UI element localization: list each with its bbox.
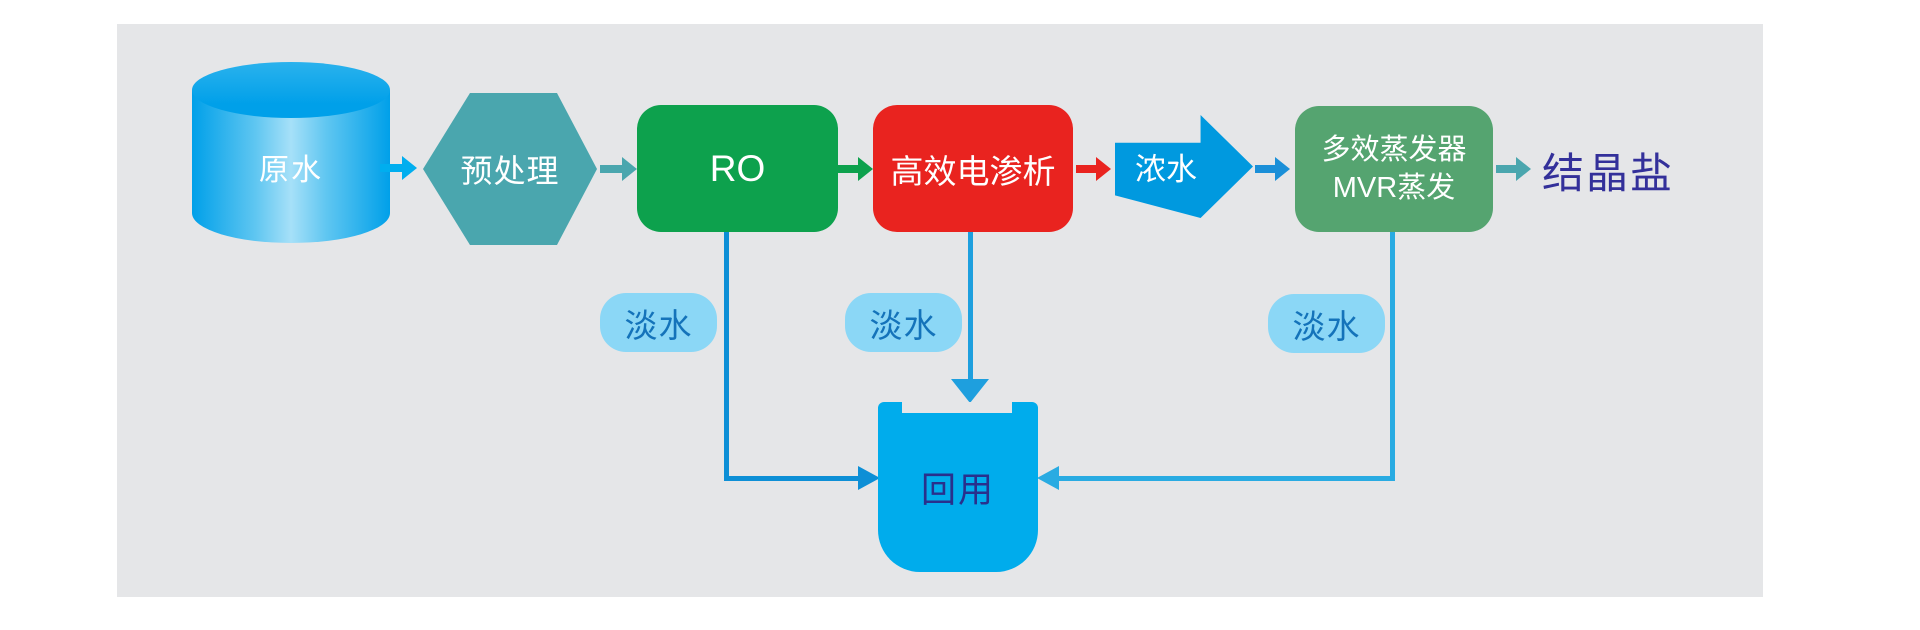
crystal-salt-text: 结晶盐: [1542, 146, 1772, 197]
electrodialysis-freshwater-line-vertical: [968, 232, 973, 381]
arrow-head-icon: [622, 157, 637, 181]
evaporator-label-line1: 多效蒸发器: [1321, 133, 1467, 166]
ro-label: RO: [709, 147, 766, 189]
evaporator-label: 多效蒸发器 MVR蒸发: [1321, 131, 1466, 208]
evaporator-box: 多效蒸发器 MVR蒸发: [1295, 106, 1493, 232]
raw-water-cylinder-top: [192, 62, 390, 118]
evaporator-freshwater-line-vertical: [1390, 232, 1395, 478]
fresh-water-label: 淡水: [869, 306, 938, 344]
arrow-shaft: [1496, 165, 1516, 173]
ro-freshwater-line-horizontal: [724, 476, 860, 481]
arrow-head-right-icon: [858, 466, 880, 490]
reuse-tank: 回用: [878, 402, 1038, 572]
fresh-water-label: 淡水: [624, 306, 693, 344]
arrow-ro-to-electrodialysis: [838, 157, 873, 181]
fresh-water-label: 淡水: [1292, 307, 1361, 345]
pretreatment-label: 预处理: [460, 153, 560, 189]
arrow-head-down-icon: [951, 379, 989, 403]
arrow-shaft: [838, 165, 858, 173]
evaporator-label-line2: MVR蒸发: [1332, 172, 1456, 204]
electrodialysis-box: 高效电渗析: [873, 105, 1073, 232]
arrow-head-icon: [1096, 157, 1111, 181]
electrodialysis-label: 高效电渗析: [890, 152, 1056, 190]
arrow-evaporator-to-salt: [1496, 157, 1531, 181]
arrow-head-icon: [858, 157, 873, 181]
arrow-head-left-icon: [1037, 466, 1059, 490]
arrow-head-icon: [402, 156, 417, 180]
reuse-label: 回用: [920, 470, 995, 510]
arrow-head-icon: [1516, 157, 1531, 181]
arrow-shaft: [1255, 165, 1275, 173]
ro-freshwater-line-vertical: [724, 232, 729, 478]
arrow-concentrate-to-evaporator: [1255, 157, 1290, 181]
arrow-electrodialysis-to-concentrate: [1076, 157, 1111, 181]
arrow-shaft: [600, 165, 622, 173]
evaporator-freshwater-line-horizontal: [1059, 476, 1395, 481]
arrow-head-icon: [1275, 157, 1290, 181]
fresh-water-badge-1: 淡水: [600, 293, 717, 352]
fresh-water-badge-3: 淡水: [1268, 294, 1385, 353]
concentrate-label: 浓水: [1135, 152, 1197, 187]
raw-water-label: 原水: [259, 153, 323, 187]
fresh-water-badge-2: 淡水: [845, 293, 962, 352]
reuse-tank-notch: [902, 402, 1012, 413]
arrow-shaft: [380, 164, 402, 172]
arrow-rawwater-to-pretreatment: [380, 156, 417, 180]
ro-box: RO: [637, 105, 838, 232]
arrow-pretreatment-to-ro: [600, 157, 637, 181]
arrow-shaft: [1076, 165, 1096, 173]
crystal-salt-label: 结晶盐: [1542, 149, 1675, 197]
